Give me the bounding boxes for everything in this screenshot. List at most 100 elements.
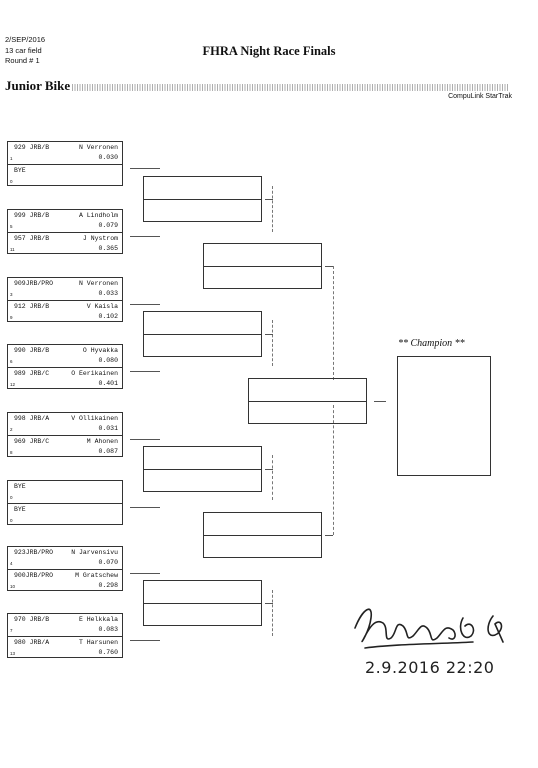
final-box [248, 378, 367, 424]
connector-line [130, 439, 160, 440]
connector-line [325, 266, 333, 267]
driver-name: T Harsunen [78, 639, 118, 646]
entry-divider [8, 232, 122, 233]
bracket-connector [272, 320, 273, 366]
driver-name: N Verronen [78, 144, 118, 151]
seed-number: 5 [10, 224, 13, 229]
connector-line [374, 401, 386, 402]
bracket-connector [272, 590, 273, 636]
driver-name: M Gratschew [75, 572, 118, 579]
bracket-connector [272, 186, 273, 232]
bracket-connector [272, 455, 273, 500]
reaction-time: 0.079 [98, 222, 118, 229]
seed-number: 0 [10, 179, 13, 184]
entry-divider [8, 569, 122, 570]
connector-line [130, 304, 160, 305]
car-class: 929 JRB/B [14, 144, 50, 151]
round2-box [143, 311, 262, 357]
driver-name: V Kaisla [86, 303, 118, 310]
round2-box [143, 580, 262, 626]
seed-number: 8 [10, 450, 13, 455]
brand-label: CompuLink StarTrak [448, 93, 512, 100]
signature-datetime: 2.9.2016 22:20 [365, 658, 495, 677]
car-class: BYE [14, 483, 26, 490]
box-divider [144, 334, 261, 335]
champion-label: ** Champion ** [398, 338, 465, 349]
box-divider [249, 401, 366, 402]
reaction-time: 0.087 [98, 448, 118, 455]
seed-number: 4 [10, 561, 13, 566]
seed-number: 13 [10, 651, 16, 656]
reaction-time: 0.030 [98, 154, 118, 161]
reaction-time: 0.760 [98, 649, 118, 656]
seed-number: 10 [10, 584, 16, 589]
champion-box [397, 356, 491, 476]
box-divider [144, 603, 261, 604]
car-class: 912 JRB/B [14, 303, 50, 310]
car-class: 998 JRB/A [14, 415, 50, 422]
driver-name: O Hyvakka [82, 347, 118, 354]
car-class: 970 JRB/B [14, 616, 50, 623]
entry-box: 909JRB/PRO N Verronen 0.033 3 912 JRB/B V Kai… [7, 277, 123, 322]
reaction-time: 0.033 [98, 290, 118, 297]
box-divider [204, 266, 321, 267]
driver-name: E Helkkala [78, 616, 118, 623]
seed-number: 1 [10, 156, 13, 161]
car-class: 900JRB/PRO [14, 572, 54, 579]
connector-line [130, 640, 160, 641]
round2-box [143, 446, 262, 492]
box-divider [144, 469, 261, 470]
seed-number: 11 [10, 247, 15, 252]
reaction-time: 0.070 [98, 559, 118, 566]
event-date: 2/SEP/2016 [5, 35, 46, 44]
connector-line [265, 603, 273, 604]
car-class: 957 JRB/B [14, 235, 50, 242]
entry-divider [8, 164, 122, 165]
driver-name: N Jarvensivu [71, 549, 118, 556]
entry-divider [8, 503, 122, 504]
signature-icon [354, 608, 504, 649]
box-divider [144, 199, 261, 200]
round-number: Round # 1 [5, 56, 40, 65]
car-class: 909JRB/PRO [14, 280, 54, 287]
reaction-time: 0.102 [98, 313, 118, 320]
connector-line [130, 168, 160, 169]
round3-box [203, 243, 322, 289]
car-class: 999 JRB/B [14, 212, 50, 219]
car-class: 980 JRB/A [14, 639, 50, 646]
round3-box [203, 512, 322, 558]
bracket-connector [333, 266, 334, 380]
reaction-time: 0.080 [98, 357, 118, 364]
entry-divider [8, 435, 122, 436]
car-class: 989 JRB/C [14, 370, 50, 377]
box-divider [204, 535, 321, 536]
header-divider [72, 84, 509, 91]
connector-line [130, 507, 160, 508]
entry-box: 923JRB/PRO N Jarvensivu 0.070 4 900JRB/PRO M … [7, 546, 123, 591]
round2-box [143, 176, 262, 222]
seed-number: 12 [10, 382, 16, 387]
seed-number: 9 [10, 315, 13, 320]
reaction-time: 0.083 [98, 626, 118, 633]
seed-number: 0 [10, 518, 13, 523]
entry-divider [8, 300, 122, 301]
driver-name: N Verronen [78, 280, 118, 287]
seed-number: 7 [10, 628, 13, 633]
connector-line [265, 199, 273, 200]
connector-line [130, 236, 160, 237]
bracket-connector [333, 405, 334, 535]
seed-number: 0 [10, 495, 13, 500]
seed-number: 3 [10, 292, 13, 297]
seed-number: 2 [10, 427, 13, 432]
reaction-time: 0.298 [98, 582, 118, 589]
car-class: 923JRB/PRO [14, 549, 54, 556]
car-class: 969 JRB/C [14, 438, 50, 445]
field-size: 13 car field [5, 45, 42, 55]
driver-name: J Nystrom [82, 235, 118, 242]
connector-line [130, 573, 160, 574]
page-title: FHRA Night Race Finals [202, 44, 336, 58]
